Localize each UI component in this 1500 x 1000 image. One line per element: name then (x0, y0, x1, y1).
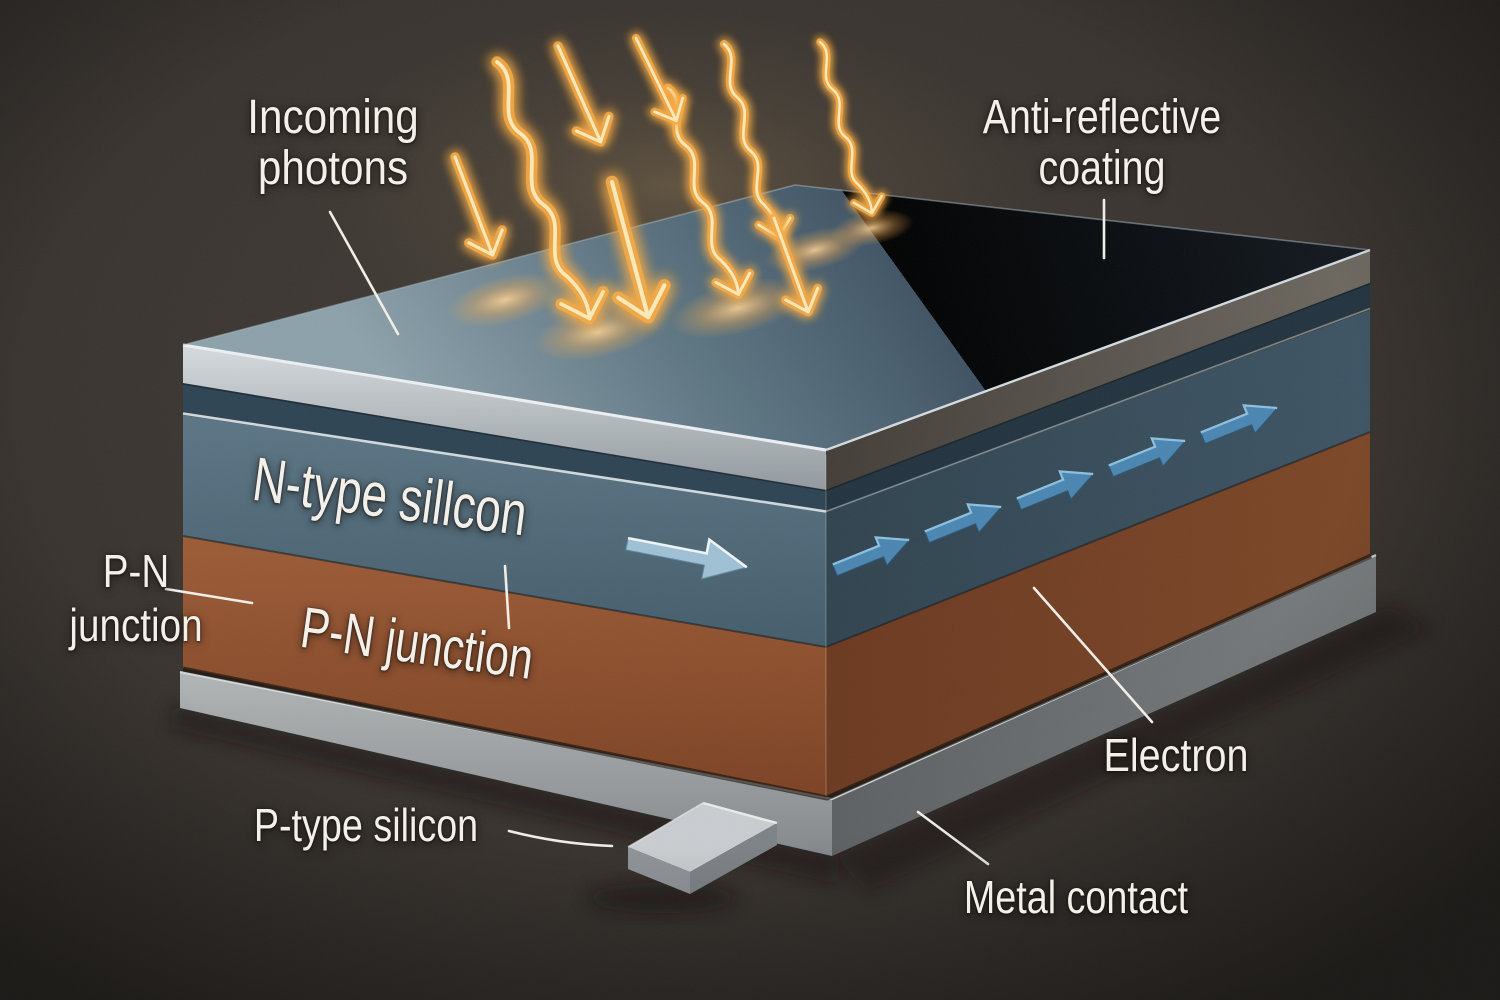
label-line: P-N (102, 545, 170, 597)
label-metal-contact: Metal contact (963, 871, 1189, 923)
label-line: photons (257, 142, 409, 195)
label-line: junction (69, 599, 203, 651)
label-p-type-silicon: P-type silicon (253, 799, 479, 851)
label-anti-reflective-coating: Anti-reflective coating (983, 92, 1221, 194)
label-line: Anti-reflective (982, 91, 1222, 144)
label-line: Incoming (247, 91, 419, 144)
label-line: coating (1038, 142, 1166, 195)
label-electron: Electron (1103, 729, 1249, 781)
label-incoming-photons: Incoming photons (247, 92, 418, 194)
label-pn-junction-side: P-N junction (69, 544, 202, 652)
